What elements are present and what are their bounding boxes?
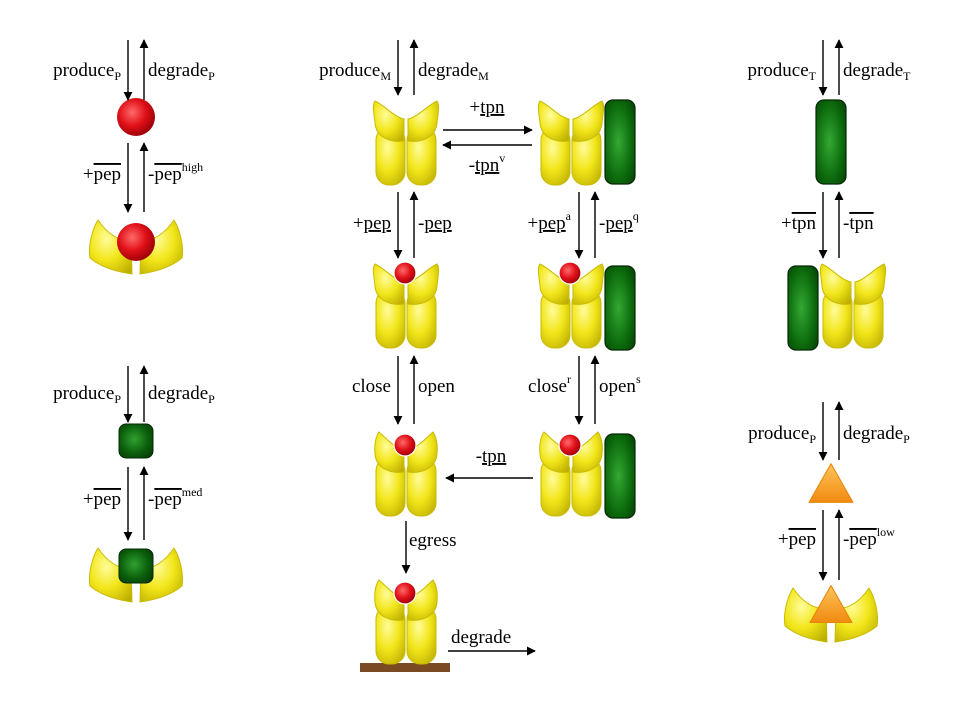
label-plus-tpn-over: +tpn [781,213,816,234]
label-minus-pep-low: -peplow [843,525,895,550]
peptide-in-mhc-closed [393,433,417,457]
label-plus-tpn: +tpn [470,97,505,118]
mhc-peptide-closed [374,431,438,517]
mhc-tapasin-empty [537,100,605,186]
peptide-orange-free [808,463,854,503]
label-plus-pep-a: +pepa [528,209,572,234]
label-plus-pep-orange: +pep [778,529,816,550]
label-produce-T: produceT [747,60,816,83]
receptor-left-bottom [89,547,183,603]
label-produce-M: produceM [319,60,391,83]
tapasin-free [815,99,847,185]
mhc-at-membrane [374,579,438,665]
peptide-red-bound [117,223,155,261]
label-minus-pep-med: -pepmed [148,485,202,510]
tapasin-3 [604,433,636,519]
label-degrade-P-orange: degradeP [843,423,910,446]
label-open: open [418,376,455,397]
mhc-tapasin-peptide-open [537,263,605,349]
peptide-in-mhc-open [393,261,417,285]
label-plus-pep-red: +pep [83,164,121,185]
label-plus-pep-green: +pep [83,489,121,510]
peptide-in-mhc-tpn-open [558,261,582,285]
label-produce-P-orange: produceP [748,423,816,446]
label-produce-P-green: produceP [53,383,121,406]
label-minus-tpn-over: -tpn [843,213,874,234]
label-minus-pep-mhc: -pep [418,213,452,234]
label-degrade-P-red: degradeP [148,60,215,83]
peptide-orange-bound [809,585,853,623]
label-degrade-final: degrade [451,627,511,648]
receptor-left-top [89,219,183,275]
receptor-right-bottom [784,587,878,643]
molecule-layer [89,98,887,672]
peptide-green-free [118,423,154,459]
peptide-in-mhc-tpn-closed [558,433,582,457]
label-produce-P-red: produceP [53,60,121,83]
tapasin-bound [787,265,819,351]
label-egress: egress [409,530,456,551]
label-close: close [352,376,391,397]
mhc-with-tapasin-right [819,263,887,349]
mhc-tapasin-peptide-closed [539,431,603,517]
peptide-red-free [117,98,155,136]
label-minus-tpn-v: -tpnv [469,151,506,176]
label-plus-pep-mhc: +pep [353,213,391,234]
label-minus-tpn: -tpn [476,446,507,467]
peptide-green-bound [118,548,154,584]
label-degrade-M: degradeM [418,60,489,83]
label-degrade-T: degradeT [843,60,911,83]
membrane-bar [360,663,450,672]
arrow-layer [123,39,844,656]
label-layer: produceP degradeP +pep -pephigh produceP degr… [53,60,911,648]
tapasin-2 [604,265,636,351]
mhc-empty [372,100,440,186]
mhc-peptide-open [372,263,440,349]
tapasin-1 [604,99,636,185]
label-minus-pep-high: -pephigh [148,160,203,185]
label-minus-pep-q: -pepq [599,209,639,234]
peptide-in-mhc-membrane [393,581,417,605]
label-open-s: opens [599,372,641,397]
label-close-r: closer [528,372,571,397]
label-degrade-P-green: degradeP [148,383,215,406]
